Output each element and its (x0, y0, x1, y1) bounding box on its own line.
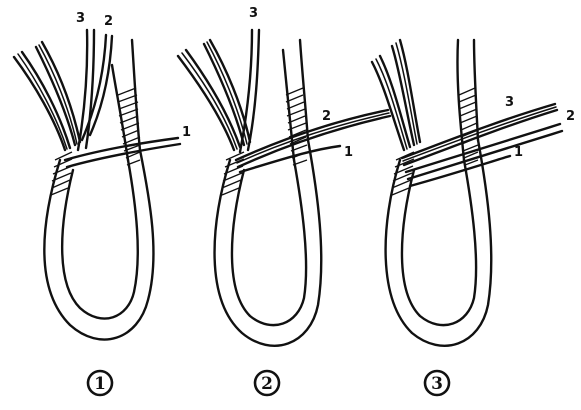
step-label-3: 3 (431, 374, 443, 394)
strand-label-3: 3 (505, 95, 514, 110)
strand-label-1: 1 (514, 145, 523, 160)
strand-label-3: 3 (249, 6, 258, 21)
strand-label-2: 2 (566, 109, 575, 124)
step-label-1: 1 (94, 374, 106, 394)
panel-1: 3 2 1 1 (14, 11, 191, 395)
strand-label-3: 3 (76, 11, 85, 26)
strand-label-2: 2 (104, 14, 113, 29)
strand-label-1: 1 (182, 125, 191, 140)
panel-2: 3 2 1 2 (178, 6, 390, 395)
step-label-2: 2 (261, 374, 273, 394)
strand-label-1: 1 (344, 145, 353, 160)
loop-eye-2-inner (232, 160, 306, 325)
panel-3: 3 2 1 3 (372, 40, 575, 395)
strand-label-2: 2 (322, 109, 331, 124)
loop-eye-1-inner (62, 160, 138, 319)
